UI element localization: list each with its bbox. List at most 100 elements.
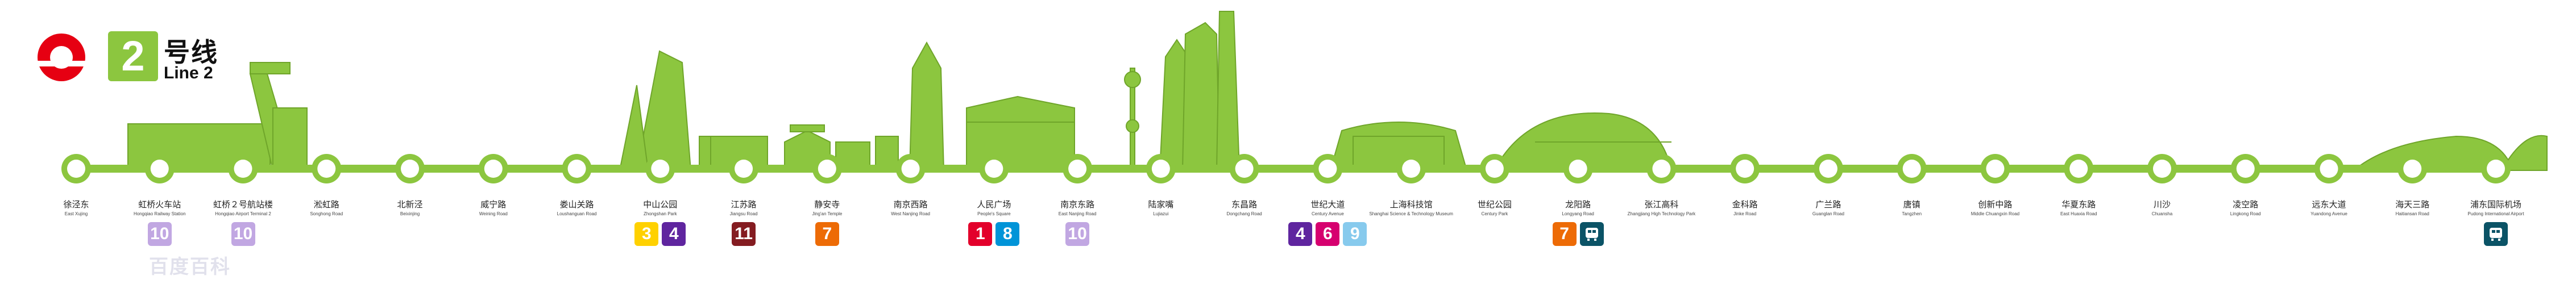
- transfer-line-badge: 7: [815, 222, 839, 247]
- station-name-cn: 创新中路: [1978, 200, 2013, 210]
- transfer-line-badge: 11: [732, 222, 756, 247]
- rail-transfer-icon: [2484, 222, 2508, 247]
- station-dot-center: [1402, 160, 1421, 178]
- station-dot-center: [818, 160, 836, 178]
- line-title-en: Line 2: [164, 64, 213, 82]
- station-name-cn: 广兰路: [1815, 200, 1841, 210]
- station-name-cn: 虹桥２号航站楼: [213, 200, 273, 210]
- station-name-en: Shanghai Science & Technology Museum: [1369, 211, 1453, 217]
- station-dot-center: [1569, 160, 1587, 178]
- station-name-cn: 南京东路: [1060, 200, 1095, 210]
- station-name-cn: 徐泾东: [63, 200, 89, 210]
- station-name-cn: 浦东国际机场: [2470, 200, 2521, 210]
- station-dot-center: [1652, 160, 1671, 178]
- station-name-en: Yuandong Avenue: [2310, 211, 2347, 217]
- transfer-line-badge: 4: [1288, 222, 1313, 247]
- transfer-badges: 11: [701, 222, 786, 247]
- station-name-en: Tangzhen: [1902, 211, 1922, 217]
- station-name-en: Lingkong Road: [2230, 211, 2261, 217]
- station-dot-center: [1986, 160, 2005, 178]
- station-name-cn: 凌空路: [2233, 200, 2259, 210]
- station-name-en: Longyang Road: [1562, 211, 1594, 217]
- station-dot-center: [2320, 160, 2338, 178]
- station-name-en: Weining Road: [479, 211, 508, 217]
- station-dot-center: [567, 160, 586, 178]
- station-name-cn: 上海科技馆: [1389, 200, 1433, 210]
- transfer-badges: 10: [1035, 222, 1120, 247]
- station-name-cn: 东昌路: [1231, 200, 1258, 210]
- station-dot-center: [2487, 160, 2505, 178]
- line-title-cn: 号线: [164, 37, 218, 67]
- station-name-en: Chuansha: [2151, 211, 2173, 217]
- transfer-line-badge: 7: [1552, 222, 1577, 247]
- station-name-en: Lujiazui: [1153, 211, 1169, 217]
- transfer-line-badge: 4: [662, 222, 686, 247]
- station-name-cn: 中山公园: [643, 200, 678, 210]
- station-name-cn: 龙阳路: [1565, 200, 1591, 210]
- station-name-cn: 海天三路: [2395, 200, 2430, 210]
- station-name-cn: 川沙: [2153, 200, 2171, 210]
- station-dot-center: [651, 160, 670, 178]
- station-name-en: Middle Chuangxin Road: [1971, 211, 2020, 217]
- station-name-en: Century Avenue: [1311, 211, 1344, 217]
- station-dot-center: [1151, 160, 1170, 178]
- station-name-en: Dongchang Road: [1226, 211, 1262, 217]
- station-dot-center: [735, 160, 753, 178]
- station-dot-center: [401, 160, 420, 178]
- station-name-en: East Huaxia Road: [2060, 211, 2097, 217]
- station-dot-center: [901, 160, 920, 178]
- transfer-badges: 7: [785, 222, 870, 247]
- station-name-cn: 威宁路: [480, 200, 507, 210]
- station-name-en: West Nanjing Road: [891, 211, 930, 217]
- station-name-cn: 淞虹路: [313, 200, 339, 210]
- station-name-cn: 唐镇: [1903, 200, 1920, 210]
- line-number-badge: 2: [108, 31, 158, 81]
- station-dot-center: [234, 160, 252, 178]
- station-dot-center: [1902, 160, 1921, 178]
- station-name-en: Jinke Road: [1733, 211, 1757, 217]
- station-dot-center: [1736, 160, 1754, 178]
- station-name-cn: 人民广场: [977, 200, 1011, 210]
- station-name-en: Pudong International Airport: [2467, 211, 2524, 217]
- station-dot-center: [1485, 160, 1504, 178]
- station-dot-layer: [61, 154, 2511, 183]
- transfer-line-badge: 1: [968, 222, 993, 247]
- station-dot-center: [1235, 160, 1254, 178]
- transfer-line-badge: 10: [231, 222, 255, 247]
- station-name-en: Zhongshan Park: [643, 211, 677, 217]
- station-name-cn: 远东大道: [2312, 200, 2346, 210]
- station-dot-center: [985, 160, 1003, 178]
- watermark: 百度百科: [149, 256, 231, 278]
- station-name-cn: 北新泾: [397, 200, 423, 210]
- station-name-en: Zhangjiang High Technology Park: [1627, 211, 1696, 217]
- station-name-en: Century Park: [1481, 211, 1508, 217]
- transfer-badges: 10: [201, 222, 286, 247]
- station-name-cn: 世纪公园: [1477, 200, 1512, 210]
- station-name-en: Jing'an Temple: [812, 211, 843, 217]
